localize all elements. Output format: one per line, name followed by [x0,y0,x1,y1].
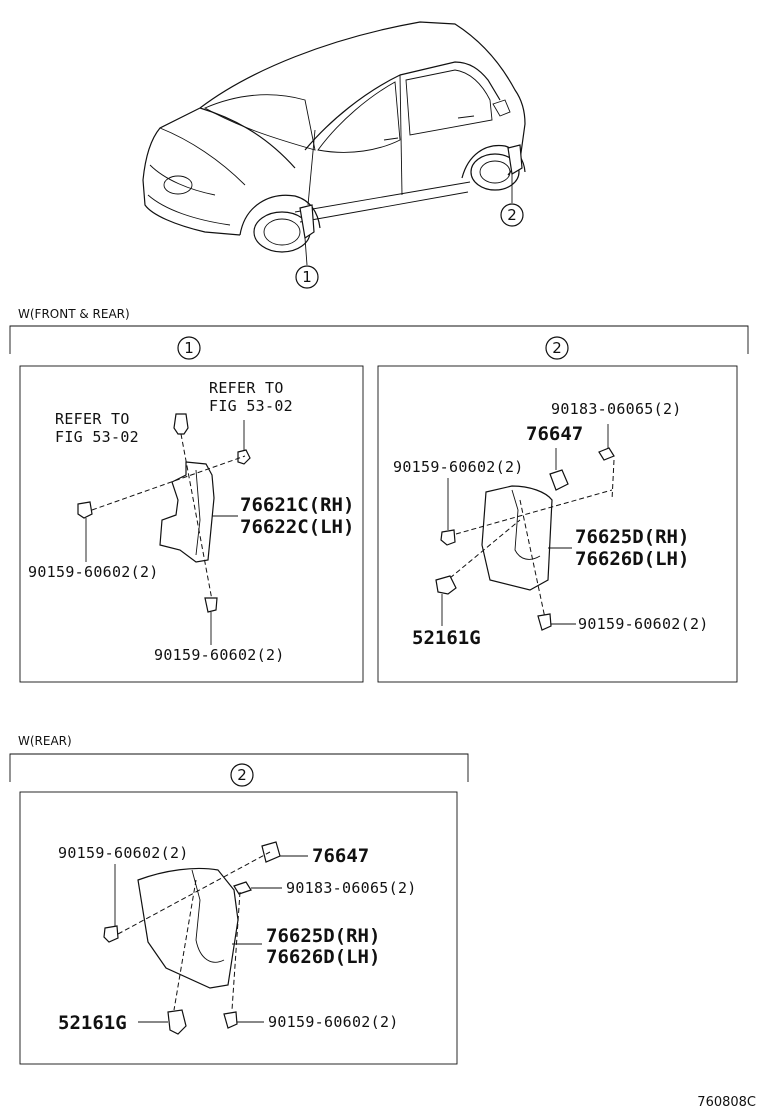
callout-1-car: 1 [295,265,319,289]
callout-2-car: 2 [500,203,524,227]
nut-label: 90183-06065(2) [286,879,417,897]
bracket-part [261,841,281,863]
screw-part [204,597,218,613]
figure-code: 760808C [697,1095,756,1110]
bracket-label: 76647 [526,423,583,445]
callout-2-rear: 2 [230,763,254,787]
variant-front-rear-header: W(FRONT & REAR) [18,307,130,321]
screw-label-bottom: 90159-60602(2) [268,1013,399,1031]
flap-lh-label: 76622C(LH) [240,516,354,538]
bracket-label: 76647 [312,845,369,867]
variant-rear-header: W(REAR) [18,734,72,748]
flap-lh-label: 76626D(LH) [575,548,689,570]
svg-text:2: 2 [552,339,562,357]
clip-part [173,413,189,435]
panel-rear-mudflap [377,365,738,683]
clip-part [167,1009,187,1035]
callout-1-panel: 1 [177,336,201,360]
clip-part [435,575,457,595]
svg-text:1: 1 [184,339,194,357]
car-illustration [142,21,526,266]
nut-part [598,447,615,461]
nut-part [233,881,252,895]
variant-front-rear-bracket [9,325,749,354]
flap-rh-label: 76625D(RH) [266,925,380,947]
screw-label-top: 90159-60602(2) [58,844,189,862]
variant-rear-bracket [9,753,469,782]
refer-fig-label-right: FIG 53-02 [209,397,293,415]
refer-to-label-left: REFER TO [55,410,130,428]
screw-part [537,613,552,631]
screw-part [77,501,93,519]
rear-mudflap-part [481,485,553,591]
bracket-part [549,469,569,491]
flap-rh-label: 76621C(RH) [240,494,354,516]
flap-lh-label: 76626D(LH) [266,946,380,968]
clip-part [237,449,251,465]
nut-label: 90183-06065(2) [551,400,682,418]
screw-label-left: 90159-60602(2) [393,458,524,476]
svg-text:2: 2 [507,206,517,224]
callout-2-panel: 2 [545,336,569,360]
svg-text:2: 2 [237,766,247,784]
screw-part [440,529,456,546]
screw-label-bottom: 90159-60602(2) [154,646,285,664]
screw-label-left: 90159-60602(2) [28,563,159,581]
refer-fig-label-left: FIG 53-02 [55,428,139,446]
refer-to-label-right: REFER TO [209,379,284,397]
clip-label: 52161G [412,627,481,649]
clip-label: 52161G [58,1012,127,1034]
panel-front-mudflap [19,365,364,683]
screw-label-right: 90159-60602(2) [578,615,709,633]
svg-text:1: 1 [302,268,312,286]
screw-part [223,1011,238,1029]
panel-rear-only-mudflap [19,791,458,1065]
screw-part [103,925,119,943]
flap-rh-label: 76625D(RH) [575,526,689,548]
